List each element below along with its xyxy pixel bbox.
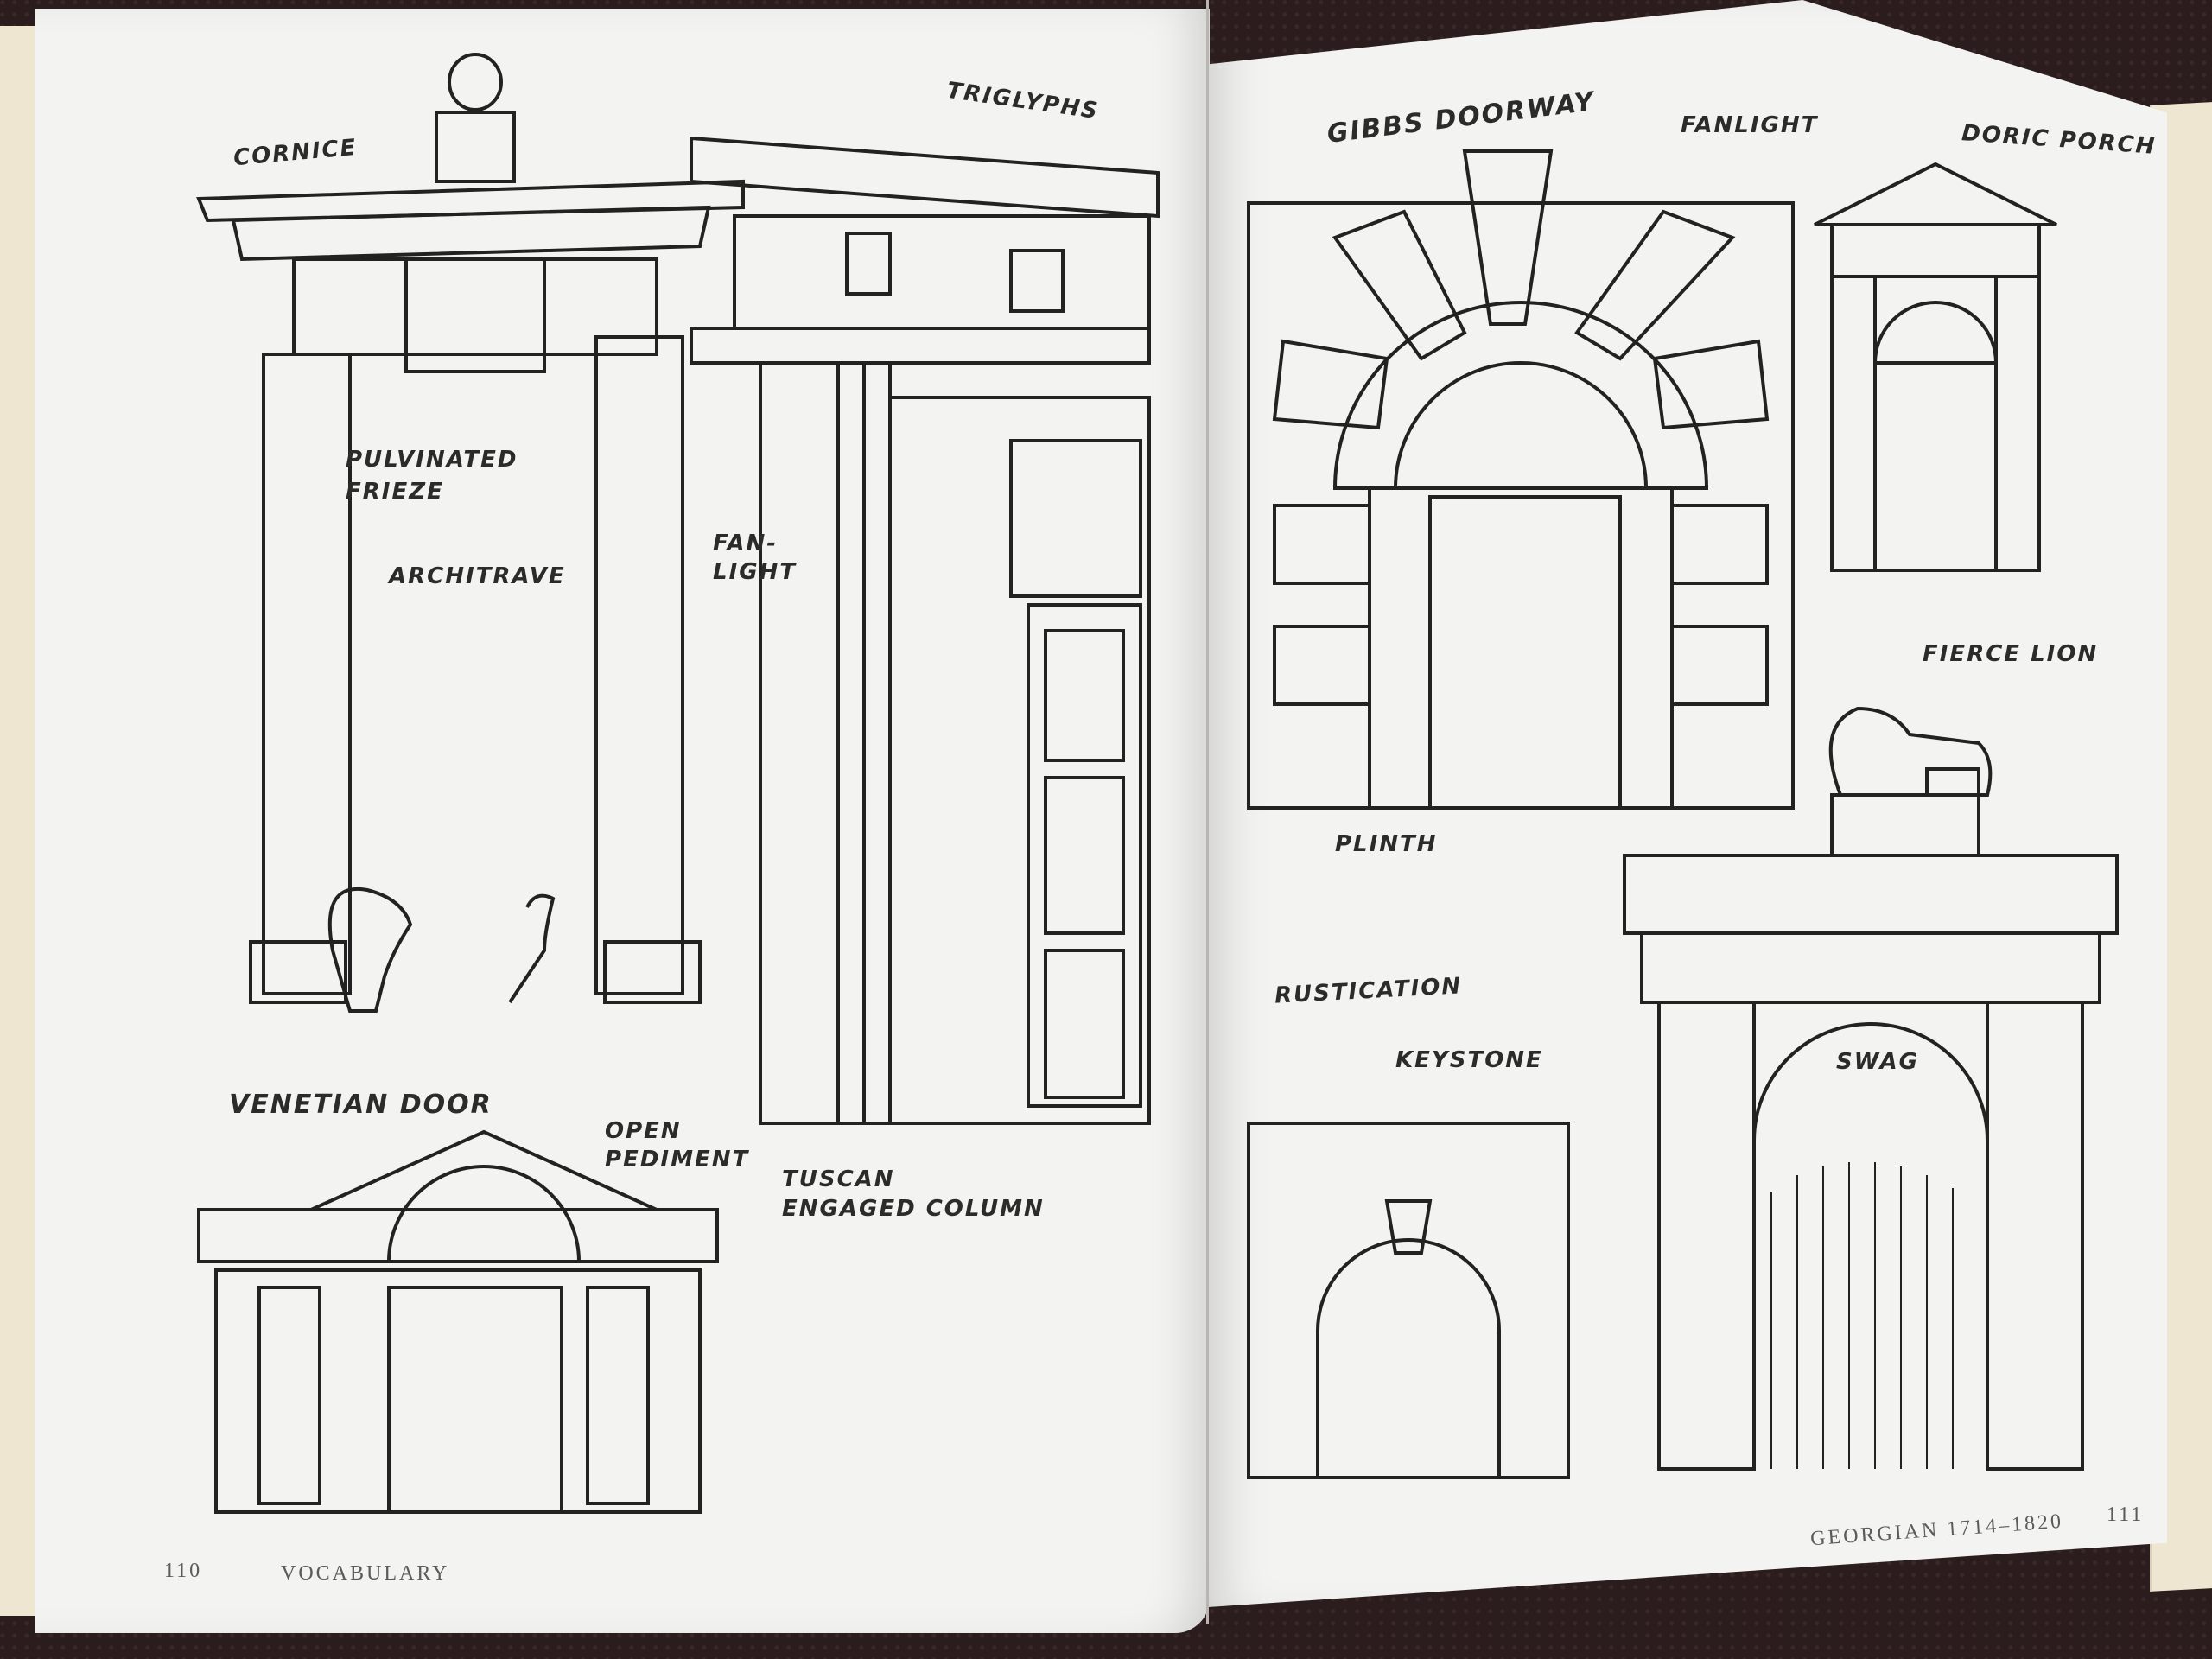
- label-swag: SWAG: [1836, 1049, 1919, 1075]
- label-fierce-lion: FIERCE LION: [1923, 641, 2099, 667]
- label-tuscan-line2: ENGAGED COLUMN: [782, 1196, 1045, 1222]
- label-venetian-door: VENETIAN DOOR: [229, 1090, 493, 1120]
- right-page-number: 111: [2107, 1503, 2145, 1526]
- tuscan-doorway-illustration: [690, 136, 1160, 1125]
- label-open-pediment-line1: OPEN: [605, 1118, 682, 1144]
- label-open-pediment-line2: PEDIMENT: [605, 1147, 750, 1173]
- label-fanlight-left-line1: FAN-: [713, 531, 779, 556]
- label-pulvinated-frieze-line2: FRIEZE: [346, 479, 444, 505]
- label-pulvinated-frieze-line1: PULVINATED: [346, 447, 518, 473]
- venetian-door-illustration: [197, 1129, 719, 1514]
- book-page-edges-left: [0, 26, 36, 1616]
- label-plinth: PLINTH: [1335, 831, 1438, 857]
- label-keystone: KEYSTONE: [1395, 1047, 1543, 1073]
- left-running-head: VOCABULARY: [281, 1562, 450, 1585]
- doric-porch-illustration: [1814, 162, 2057, 572]
- label-tuscan-line1: TUSCAN: [782, 1166, 895, 1192]
- rusticated-arch-illustration: [1247, 1122, 1570, 1479]
- book-gutter: [1206, 0, 1209, 1624]
- left-page: [35, 9, 1210, 1633]
- label-fanlight-left-line2: LIGHT: [713, 559, 798, 585]
- left-page-number: 110: [164, 1560, 203, 1582]
- gateway-illustration: [1623, 706, 2119, 1471]
- pulvinated-doorway-illustration: [196, 53, 745, 1013]
- label-architrave: ARCHITRAVE: [389, 563, 566, 589]
- gibbs-doorway-illustration: [1247, 149, 1795, 810]
- label-fanlight-right: FANLIGHT: [1681, 112, 1819, 138]
